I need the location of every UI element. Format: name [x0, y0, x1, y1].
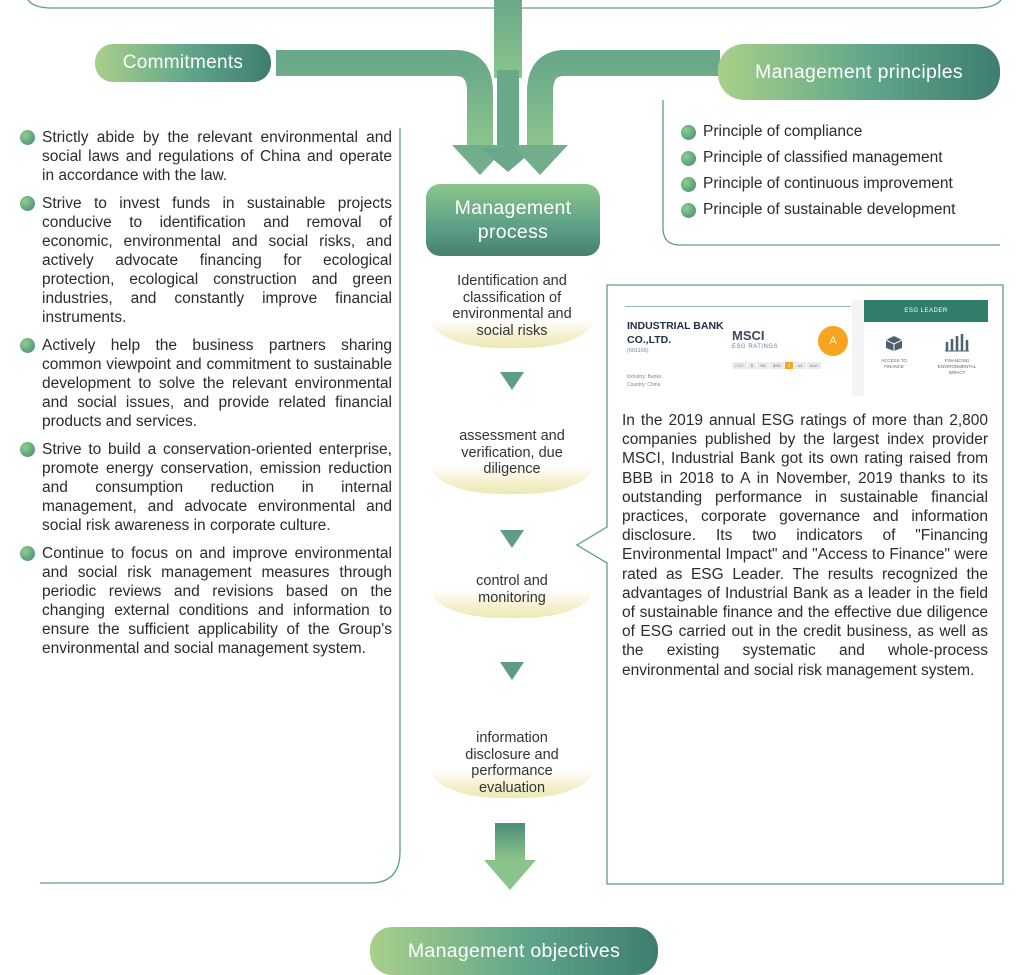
commitment-item: Strive to build a conservation-oriented … — [20, 440, 392, 535]
process-step-4: information disclosure and performance e… — [431, 730, 593, 796]
step-arrow-icon — [500, 662, 524, 680]
process-step-2: assessment and verification, due diligen… — [431, 428, 593, 478]
process-step-1: Identification and classification of env… — [431, 273, 593, 339]
scale-item: AA — [794, 362, 806, 369]
bar-chart-icon — [944, 330, 970, 352]
msci-rating-card: INDUSTRIAL BANK CO.,LTD. (601166) Indust… — [622, 300, 852, 396]
step-4-line: disclosure and — [465, 746, 559, 763]
commitment-item: Strictly abide by the relevant environme… — [20, 128, 392, 185]
esg-leader-card: ESG LEADER ACCESS TO FINANCE FINANCING E… — [864, 300, 988, 396]
commitments-pill: Commitments — [95, 44, 271, 82]
rating-circle: A — [818, 326, 848, 356]
commitment-item: Continue to focus on and improve environ… — [20, 544, 392, 658]
process-step-3: control and monitoring — [431, 573, 593, 606]
principle-item: Principle of classified management — [681, 145, 1001, 171]
bullet-dot-icon — [20, 338, 35, 353]
step-1-line: Identification and — [457, 273, 567, 289]
process-title-line2: process — [477, 221, 549, 243]
rating-card-rule — [625, 306, 851, 307]
company-name-line2: CO.,LTD. — [627, 334, 672, 346]
principle-item: Principle of continuous improvement — [681, 171, 1001, 197]
principles-connector — [527, 50, 720, 148]
step-4-line: evaluation — [478, 779, 546, 796]
company-industry: Industry: Banks — [627, 374, 662, 380]
company-code: (601166) — [627, 348, 649, 354]
step-3-line: monitoring — [478, 589, 546, 606]
principle-text: Principle of sustainable development — [703, 201, 956, 218]
step-2-line: diligence — [483, 461, 541, 477]
commitments-frame — [40, 128, 401, 884]
commitment-text: Strive to invest funds in sustainable pr… — [42, 195, 392, 326]
scale-item: B — [747, 362, 757, 369]
commitment-item: Actively help the business partners shar… — [20, 336, 392, 431]
scale-item: CCC — [732, 362, 747, 369]
scale-item: BBB — [769, 362, 784, 369]
top-stem — [494, 0, 522, 78]
esg-leader-title: ESG LEADER — [904, 308, 948, 314]
principles-title: Management principles — [755, 60, 963, 83]
bullet-dot-icon — [681, 176, 696, 192]
step-arrow-icon — [500, 530, 524, 548]
objectives-pill: Management objectives — [370, 927, 658, 975]
esg-leader-header: ESG LEADER — [864, 300, 988, 322]
center-stem — [497, 70, 519, 160]
scale-item: AAA — [806, 362, 821, 369]
arrowhead-right — [512, 145, 568, 175]
rating-value: A — [829, 335, 837, 347]
principle-text: Principle of classified management — [703, 149, 943, 166]
objectives-title: Management objectives — [407, 939, 621, 962]
msci-label: MSCI — [732, 328, 765, 343]
commitments-title: Commitments — [122, 52, 244, 73]
bottom-stem — [495, 823, 525, 863]
principle-item: Principle of sustainable development — [681, 197, 1001, 223]
esg-rating-image: INDUSTRIAL BANK CO.,LTD. (601166) Indust… — [622, 300, 988, 396]
step-arrow-icon — [500, 372, 524, 390]
step-4-line: information — [476, 730, 548, 746]
commitment-text: Strive to build a conservation-oriented … — [42, 441, 392, 534]
msci-subtitle: ESG RATINGS — [732, 344, 779, 350]
step-1-line: environmental and — [452, 306, 572, 322]
leader-item-label: FINANCING ENVIRONMENTAL IMPACT — [937, 358, 977, 375]
bullet-dot-icon — [681, 150, 696, 166]
step-2-line: verification, due — [461, 444, 563, 461]
commitment-text: Actively help the business partners shar… — [42, 337, 392, 430]
leader-item-label: ACCESS TO FINANCE — [881, 358, 907, 369]
rating-scale: CCC B BB BBB A AA AAA — [732, 362, 821, 369]
commitments-list: Strictly abide by the relevant environme… — [20, 128, 392, 667]
scale-item: BB — [757, 362, 769, 369]
finance-access-icon — [884, 334, 904, 352]
bullet-dot-icon — [20, 546, 35, 561]
company-country: Country: China — [627, 382, 661, 388]
bullet-dot-icon — [20, 196, 35, 211]
process-title-line1: Management — [454, 197, 572, 219]
commitment-text: Strictly abide by the relevant environme… — [42, 129, 392, 184]
scale-item: A — [784, 362, 794, 369]
step-2-line: assessment and — [459, 428, 565, 444]
company-name-line1: INDUSTRIAL BANK — [627, 320, 724, 332]
bullet-dot-icon — [681, 202, 696, 218]
process-box: Management process — [426, 184, 600, 256]
principles-list: Principle of compliance Principle of cla… — [681, 119, 1001, 223]
principle-text: Principle of compliance — [703, 123, 863, 140]
principles-frame — [662, 100, 1000, 246]
step-3-line: control and — [476, 573, 548, 589]
bottom-arrowhead — [484, 860, 536, 890]
bullet-dot-icon — [20, 130, 35, 145]
bullet-dot-icon — [20, 442, 35, 457]
commitments-connector — [276, 50, 493, 148]
step-4-line: performance — [471, 763, 553, 779]
bullet-dot-icon — [681, 124, 696, 140]
esg-frame — [575, 284, 1004, 885]
principle-text: Principle of continuous improvement — [703, 175, 953, 192]
commitment-text: Continue to focus on and improve environ… — [42, 545, 392, 657]
esg-description: In the 2019 annual ESG ratings of more t… — [622, 412, 988, 679]
principles-pill: Management principles — [718, 44, 1000, 100]
principle-item: Principle of compliance — [681, 119, 1001, 145]
step-1-line: classification of — [462, 289, 562, 306]
step-1-line: social risks — [476, 322, 548, 339]
commitment-item: Strive to invest funds in sustainable pr… — [20, 194, 392, 327]
